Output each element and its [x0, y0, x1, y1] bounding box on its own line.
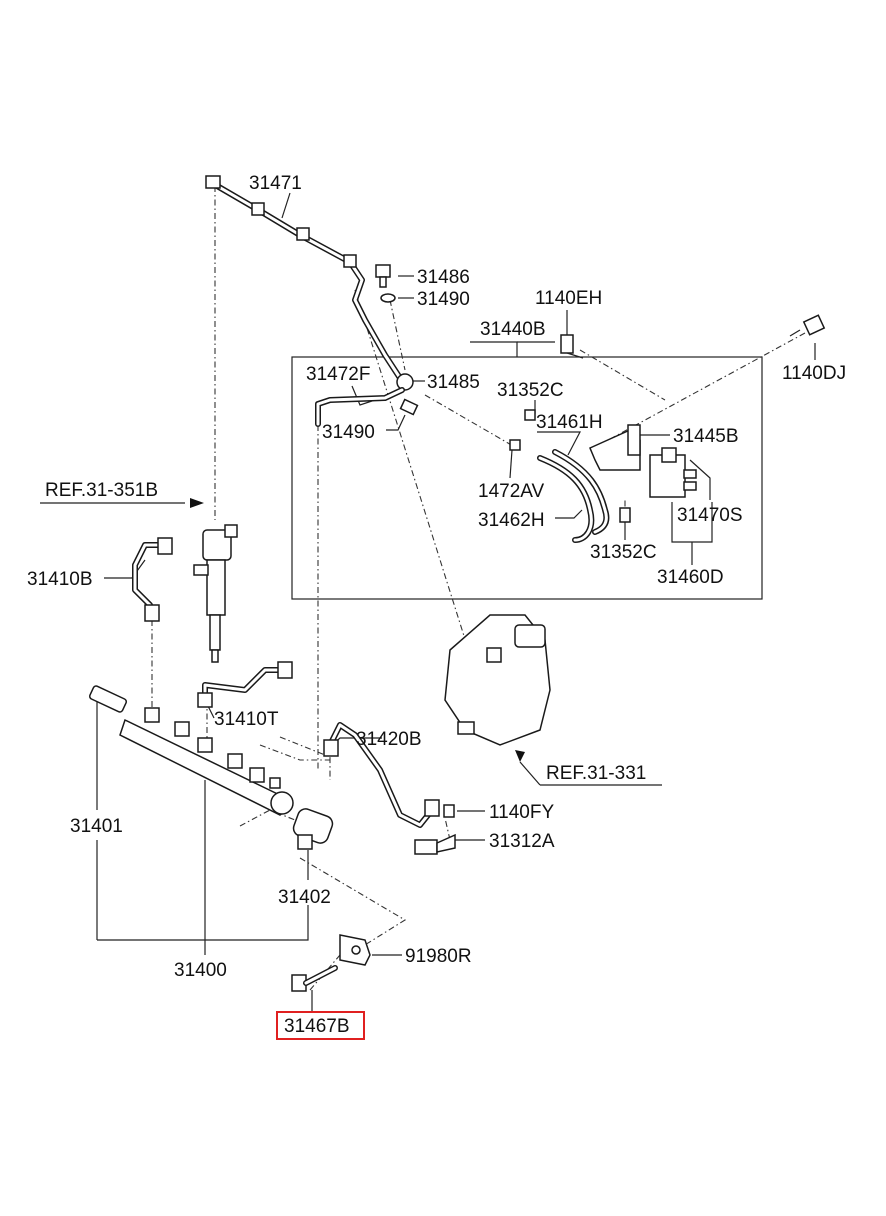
bolt-1140dj — [789, 314, 826, 337]
label-31471[interactable]: 31471 — [249, 173, 302, 194]
label-1140fy[interactable]: 1140FY — [489, 802, 554, 823]
label-31352c-lower[interactable]: 31352C — [590, 542, 657, 563]
label-31410t[interactable]: 31410T — [214, 709, 279, 730]
label-31445b[interactable]: 31445B — [673, 426, 739, 447]
banjo-31485 — [396, 373, 414, 391]
label-1140eh[interactable]: 1140EH — [535, 288, 602, 309]
injector — [193, 524, 238, 663]
phantom-lines — [151, 186, 806, 991]
connector-31312a — [414, 833, 456, 855]
bolt-31486 — [375, 264, 391, 288]
label-31312a[interactable]: 31312A — [489, 831, 555, 852]
label-31460d[interactable]: 31460D — [657, 567, 724, 588]
washer-31490-lower — [399, 398, 419, 416]
label-1472av[interactable]: 1472AV — [478, 481, 545, 502]
parts — [88, 175, 826, 992]
high-pressure-pump — [444, 614, 551, 746]
label-31490-lower[interactable]: 31490 — [322, 422, 375, 443]
label-31467b[interactable]: 31467B — [284, 1016, 350, 1037]
bracket-31445b — [589, 424, 641, 471]
bracket-91980r — [339, 934, 371, 966]
label-91980r[interactable]: 91980R — [405, 946, 472, 967]
label-31490-upper[interactable]: 31490 — [417, 289, 470, 310]
label-31400[interactable]: 31400 — [174, 960, 227, 981]
injector-pipe-31410b — [132, 537, 173, 622]
pipe-31410t — [197, 661, 293, 708]
hoses-31461h-31462h — [537, 449, 610, 543]
label-ref-31-331[interactable]: REF.31-331 — [546, 763, 646, 784]
clamp-1472av — [509, 439, 521, 451]
pressure-sensor-31402 — [270, 791, 334, 850]
label-31462h[interactable]: 31462H — [478, 510, 545, 531]
label-31470s[interactable]: 31470S — [677, 505, 743, 526]
pipe-31420b — [323, 722, 440, 828]
label-31472f[interactable]: 31472F — [306, 364, 370, 385]
label-31401[interactable]: 31401 — [70, 816, 123, 837]
label-31461h[interactable]: 31461H — [536, 412, 603, 433]
bolt-1140eh — [560, 334, 584, 359]
hose-31472f — [315, 387, 405, 427]
label-31440b[interactable]: 31440B — [480, 319, 546, 340]
leader-lines — [40, 192, 816, 1012]
assembly-box-31440b — [291, 356, 763, 600]
bolt-1140fy — [443, 804, 455, 818]
return-line-31471 — [205, 175, 403, 381]
label-31486[interactable]: 31486 — [417, 267, 470, 288]
label-31402[interactable]: 31402 — [278, 887, 331, 908]
part-labels: 31471 31486 31490 1140EH 31440B 1140DJ 3… — [27, 173, 846, 1040]
bolt-31467b — [291, 965, 338, 992]
common-rail-31400 — [88, 685, 292, 816]
clamp-31352c-upper — [524, 409, 536, 421]
label-31420b[interactable]: 31420B — [356, 729, 422, 750]
washer-31490-upper — [380, 293, 396, 303]
label-31352c-upper[interactable]: 31352C — [497, 380, 564, 401]
clamp-31352c-lower — [619, 507, 631, 523]
label-1140dj[interactable]: 1140DJ — [782, 363, 846, 384]
label-31410b[interactable]: 31410B — [27, 569, 93, 590]
highlight-box-31467b — [276, 1011, 365, 1040]
label-31485[interactable]: 31485 — [427, 372, 480, 393]
label-ref-31-351b[interactable]: REF.31-351B — [45, 480, 158, 501]
valve-31470s — [649, 447, 697, 498]
